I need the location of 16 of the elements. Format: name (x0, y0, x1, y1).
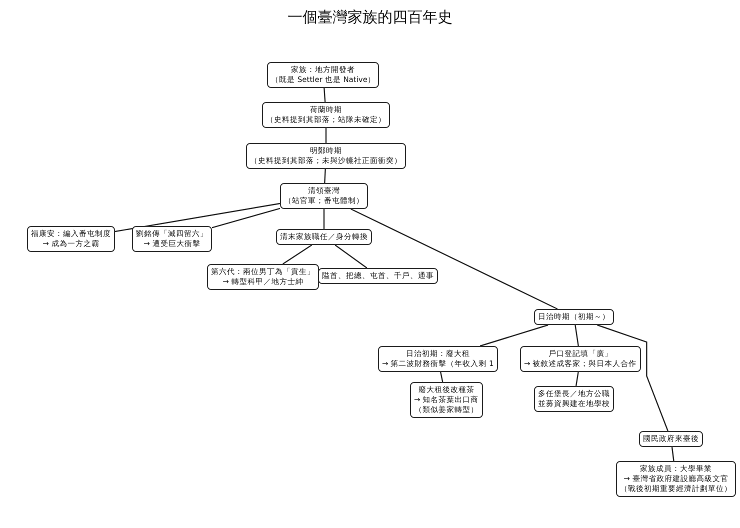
connector-line (282, 244, 312, 264)
connector-line (575, 372, 579, 386)
connector-line (671, 446, 674, 462)
diagram-title: 一個臺灣家族的四百年史 (286, 8, 454, 27)
connector-line (324, 88, 326, 102)
connector-line (350, 208, 558, 310)
connector-line (440, 372, 444, 382)
connector-line (597, 324, 668, 432)
connector-line (324, 168, 326, 184)
connector-line (212, 208, 280, 228)
connector-line (325, 128, 327, 143)
connector-line (323, 209, 325, 229)
connector-line (480, 324, 548, 347)
connector-line (574, 324, 579, 346)
connector-line (334, 244, 368, 268)
connector-line (114, 202, 280, 232)
